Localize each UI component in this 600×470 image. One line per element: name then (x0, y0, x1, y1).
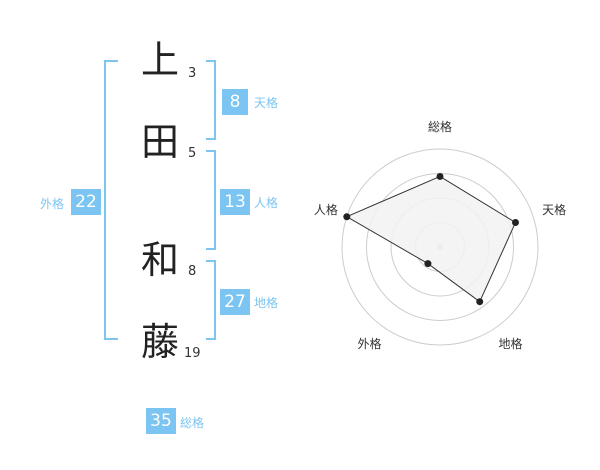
gaikaku-label: 外格 (40, 197, 65, 211)
radar-axis-label-1: 天格 (542, 202, 566, 217)
radar-ring-4 (341, 148, 539, 346)
stroke-count-1: 3 (188, 66, 197, 81)
jinkaku-badge: 13 (220, 189, 250, 215)
radar-axis-label-2: 地格 (499, 336, 523, 351)
name-char-1: 上 (140, 38, 179, 82)
radar-axis-label-0: 総格 (428, 119, 452, 134)
radar-polygon (345, 175, 517, 303)
radar-points (343, 172, 519, 306)
name-char-4: 藤 (140, 320, 179, 364)
chikaku-bracket (206, 260, 216, 340)
tenkaku-label: 天格 (254, 96, 279, 110)
jinkaku-bracket (206, 150, 216, 250)
tenkaku-badge: 8 (222, 89, 248, 115)
radar-point-0 (436, 172, 444, 180)
name-char-3: 和 (140, 238, 179, 282)
radar-point-2 (476, 298, 484, 306)
stroke-count-3: 8 (188, 264, 197, 279)
tenkaku-bracket (206, 60, 216, 140)
radar-point-3 (424, 260, 432, 268)
gaikaku-badge: 22 (71, 189, 101, 215)
gaikaku-bracket (104, 60, 118, 340)
radar-point-1 (511, 218, 519, 226)
radar-point-4 (343, 213, 351, 221)
stroke-count-4: 19 (184, 346, 201, 361)
soukaku-badge: 35 (146, 408, 176, 434)
stroke-count-2: 5 (188, 146, 197, 161)
soukaku-label: 総格 (180, 416, 205, 430)
name-char-2: 田 (140, 120, 179, 164)
chikaku-badge: 27 (220, 289, 250, 315)
radar-axis-label-4: 人格 (314, 202, 338, 217)
radar-axis-label-3: 外格 (357, 336, 381, 351)
jinkaku-label: 人格 (254, 196, 279, 210)
chikaku-label: 地格 (254, 296, 279, 310)
